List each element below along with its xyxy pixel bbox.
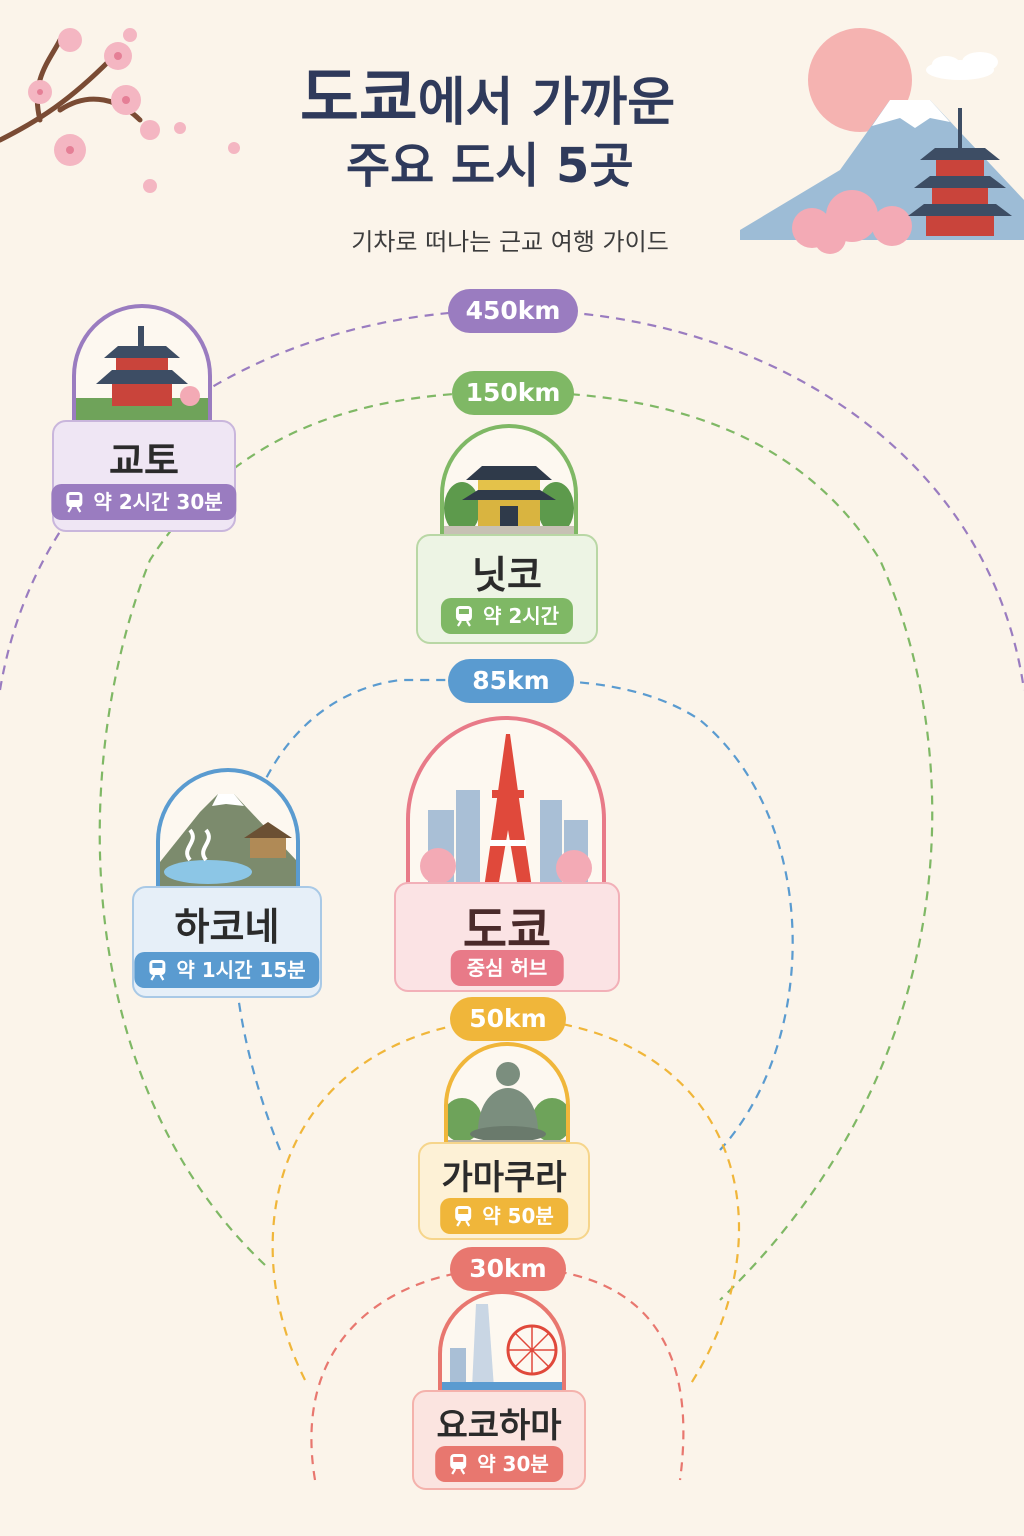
yokohama-travel-badge: 약 30분 (435, 1446, 563, 1482)
distance-pill-85km: 85km (448, 659, 574, 703)
distance-pill-30km: 30km (450, 1247, 566, 1291)
kamakura-buddha-icon (444, 1042, 570, 1148)
ring-50km (271, 1016, 741, 1386)
distance-pill-50km: 50km (450, 997, 566, 1041)
kamakura-name: 가마쿠라 (441, 1158, 567, 1198)
nikko-travel-badge: 약 2시간 (440, 598, 574, 634)
kyoto-pagoda-icon (72, 304, 212, 424)
kamakura-travel-time: 약 50분 (482, 1204, 554, 1228)
nikko-name: 닛코 (472, 553, 542, 597)
tokyo-name: 도쿄 (462, 902, 552, 958)
yokohama-card: 요코하마 약 30분 (412, 1390, 586, 1490)
hakone-travel-badge: 약 1시간 15분 (134, 952, 320, 988)
tokyo-tower-icon (406, 716, 606, 888)
page-title: 도쿄에서 가까운 주요 도시 5곳 (300, 62, 820, 194)
mount-fuji-pagoda-icon (740, 28, 1024, 254)
train-icon (455, 605, 472, 627)
yokohama-name: 요코하마 (436, 1406, 562, 1446)
tokyo-card: 도쿄 중심 허브 (394, 882, 620, 992)
hakone-name: 하코네 (174, 905, 280, 949)
distance-pill-150km: 150km (452, 371, 574, 415)
train-icon (149, 959, 166, 981)
cherry-blossom-branch-icon (0, 28, 240, 193)
yokohama-travel-time: 약 30분 (477, 1452, 549, 1476)
kamakura-card: 가마쿠라 약 50분 (418, 1142, 590, 1240)
kyoto-name: 교토 (109, 439, 179, 483)
nikko-shrine-icon (440, 424, 578, 542)
train-icon (66, 491, 83, 513)
distance-pill-450km: 450km (448, 289, 578, 333)
title-line2: 주요 도시 5곳 (346, 137, 634, 194)
kamakura-travel-badge: 약 50분 (440, 1198, 568, 1234)
tokyo-hub-label: 중심 허브 (466, 956, 548, 980)
nikko-card: 닛코 약 2시간 (416, 534, 598, 644)
yokohama-skyline-icon (438, 1290, 566, 1396)
hakone-card: 하코네 약 1시간 15분 (132, 886, 322, 998)
kyoto-card: 교토 약 2시간 30분 (51, 420, 237, 532)
kyoto-travel-badge: 약 2시간 30분 (51, 484, 237, 520)
nikko-travel-time: 약 2시간 (482, 604, 560, 628)
hakone-onsen-icon (156, 768, 300, 890)
hakone-travel-time: 약 1시간 15분 (176, 958, 306, 982)
page-subtitle: 기차로 떠나는 근교 여행 가이드 (351, 228, 669, 256)
tokyo-hub-badge: 중심 허브 (450, 950, 564, 986)
title-line1: 에서 가까운 (417, 73, 676, 133)
train-icon (450, 1453, 467, 1475)
title-tokyo: 도쿄 (300, 62, 418, 136)
train-icon (455, 1205, 472, 1227)
kyoto-travel-time: 약 2시간 30분 (93, 490, 223, 514)
